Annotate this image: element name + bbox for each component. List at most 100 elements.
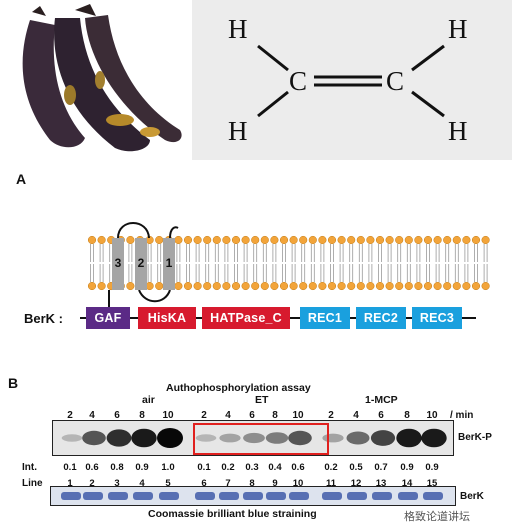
phospho-band <box>243 432 265 444</box>
line-number: 5 <box>165 478 171 489</box>
band-label: BerK-P <box>458 432 492 443</box>
phospho-band <box>82 430 106 446</box>
time-label: 8 <box>139 410 145 421</box>
time-label: 6 <box>378 410 384 421</box>
coomassie-band <box>243 492 263 500</box>
helix-label: 1 <box>165 256 173 270</box>
time-label: 10 <box>292 410 304 421</box>
coomassie-band <box>108 492 128 500</box>
line-number: 3 <box>114 478 120 489</box>
phospho-band <box>157 428 183 448</box>
intensity-value: 0.9 <box>135 462 149 473</box>
time-label: 8 <box>272 410 278 421</box>
gel-caption: Coomassie brilliant blue straining <box>148 508 317 520</box>
et-highlight-box <box>193 423 329 455</box>
hydrogen-atom: H <box>448 14 468 44</box>
intensity-value: 1.0 <box>161 462 175 473</box>
intensity-value: 0.6 <box>85 462 99 473</box>
coomassie-band <box>289 492 309 500</box>
line-number: 2 <box>89 478 95 489</box>
phospho-band <box>421 428 447 448</box>
phospho-band <box>396 428 422 448</box>
panel-b-label: B <box>8 375 19 391</box>
hydrogen-atom: H <box>228 14 248 44</box>
intensity-value: 0.5 <box>349 462 363 473</box>
domain-gaf: GAF <box>86 307 130 329</box>
intensity-value: 0.1 <box>197 462 211 473</box>
coomassie-band <box>61 492 81 500</box>
coomassie-band <box>83 492 103 500</box>
coomassie-band <box>322 492 342 500</box>
time-label: 8 <box>404 410 410 421</box>
phospho-blot <box>52 420 454 456</box>
line-number: 15 <box>426 478 438 489</box>
domain-rec1: REC1 <box>300 307 350 329</box>
line-number: 8 <box>249 478 255 489</box>
domain-hatpase: HATPase_C <box>202 307 290 329</box>
carbon-atom: C <box>289 66 308 96</box>
hydrogen-atom: H <box>228 116 248 146</box>
intensity-value: 0.2 <box>324 462 338 473</box>
phospho-band <box>288 430 312 446</box>
hydrogen-atom: H <box>448 116 468 146</box>
intensity-value: 0.9 <box>425 462 439 473</box>
coomassie-band <box>266 492 286 500</box>
group-label-air: air <box>142 394 155 406</box>
time-label: 2 <box>201 410 207 421</box>
time-label: 10 <box>162 410 174 421</box>
time-label: 10 <box>426 410 438 421</box>
coomassie-band <box>195 492 215 500</box>
intensity-value: 0.1 <box>63 462 77 473</box>
coomassie-band <box>398 492 418 500</box>
banana-photo <box>0 0 192 160</box>
coomassie-band <box>372 492 392 500</box>
intensity-value: 0.3 <box>245 462 259 473</box>
intensity-value: 0.4 <box>268 462 282 473</box>
protein-label: BerK : <box>24 311 64 326</box>
coomassie-band <box>159 492 179 500</box>
line-number: 4 <box>139 478 145 489</box>
ethylene-structure: H H C C H H <box>192 0 512 160</box>
time-label: 4 <box>89 410 95 421</box>
phospho-band <box>61 434 83 442</box>
phospho-band <box>265 432 289 444</box>
line-number: 9 <box>272 478 278 489</box>
coomassie-band <box>347 492 367 500</box>
phospho-band <box>370 430 396 446</box>
coomassie-band <box>219 492 239 500</box>
time-label: 4 <box>353 410 359 421</box>
coomassie-band <box>133 492 153 500</box>
transmembrane-helix <box>135 238 147 290</box>
panel-a-label: A <box>16 171 27 187</box>
domain-rec2: REC2 <box>356 307 406 329</box>
phospho-band <box>346 431 370 445</box>
time-unit: / min <box>450 410 474 421</box>
line-number: 14 <box>401 478 413 489</box>
phospho-band <box>131 428 157 448</box>
intensity-value: 0.9 <box>400 462 414 473</box>
line-number: 7 <box>225 478 231 489</box>
line-number: 6 <box>201 478 207 489</box>
time-label: 4 <box>225 410 231 421</box>
helix-label: 2 <box>137 256 145 270</box>
watermark: 格致论道讲坛 <box>404 511 470 523</box>
line-number: 12 <box>350 478 362 489</box>
domain-hiska: HisKA <box>138 307 196 329</box>
intensity-value: 0.8 <box>110 462 124 473</box>
time-label: 6 <box>114 410 120 421</box>
transmembrane-helix <box>112 238 124 290</box>
assay-title: Authophosphorylation assay <box>166 382 311 394</box>
line-number: 10 <box>292 478 304 489</box>
int-row-label: Int. <box>22 462 37 473</box>
time-label: 2 <box>328 410 334 421</box>
group-label-et: ET <box>255 394 269 406</box>
time-label: 2 <box>67 410 73 421</box>
phospho-band <box>106 429 132 447</box>
transmembrane-helix <box>163 238 175 290</box>
line-number: 1 <box>67 478 73 489</box>
coomassie-band <box>423 492 443 500</box>
line-number: 13 <box>375 478 387 489</box>
intensity-value: 0.2 <box>221 462 235 473</box>
carbon-atom: C <box>386 66 405 96</box>
helix-label: 3 <box>114 256 122 270</box>
